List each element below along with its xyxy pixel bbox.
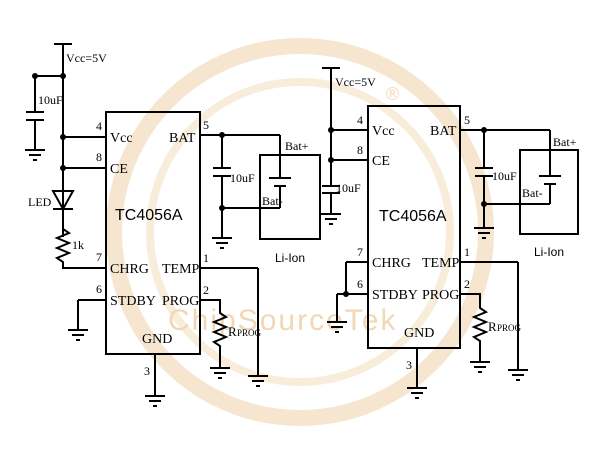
right-pin-chrg: CHRG bbox=[372, 256, 411, 271]
left-ic-body bbox=[105, 111, 201, 355]
watermark-registered: ® bbox=[386, 84, 399, 104]
right-rprog-sub: PROG bbox=[497, 323, 522, 333]
watermark-ring-inner bbox=[146, 78, 454, 386]
left-rprog-sub: PROG bbox=[237, 328, 262, 338]
right-labels: Vcc=5V 10uF 4 8 7 6 3 5 1 2 Vcc CE CHRG … bbox=[335, 75, 577, 372]
right-res-prog bbox=[460, 293, 489, 362]
right-pin-ce: CE bbox=[372, 154, 390, 169]
right-rprog-label: R bbox=[488, 319, 497, 334]
right-junction-dot bbox=[481, 127, 487, 133]
left-pin-bat: BAT bbox=[169, 131, 196, 146]
right-ic-body bbox=[367, 105, 461, 349]
right-pin2-number: 2 bbox=[464, 277, 470, 291]
right-pin3-number: 3 bbox=[406, 358, 412, 372]
left-led-icon bbox=[51, 190, 75, 212]
left-ic-name: TC4056A bbox=[115, 207, 183, 224]
left-labels: Vcc=5V 10uF LED 1k 4 8 7 6 3 5 1 2 Vcc C… bbox=[28, 51, 309, 378]
left-res-prog bbox=[200, 299, 229, 368]
right-junction-dot bbox=[343, 291, 349, 297]
right-pin5-number: 5 bbox=[464, 113, 470, 127]
left-pin6-number: 6 bbox=[96, 282, 102, 296]
left-junction-dot bbox=[219, 132, 225, 138]
left-junctions bbox=[32, 73, 225, 211]
right-pin-vcc: Vcc bbox=[372, 124, 395, 139]
right-pin-temp: TEMP bbox=[422, 256, 460, 271]
right-cap-in-label: 10uF bbox=[336, 181, 361, 195]
left-pin7-number: 7 bbox=[96, 250, 102, 264]
left-led-label: LED bbox=[28, 195, 52, 209]
watermark-brand-latin: ChipSourceTek bbox=[168, 304, 397, 337]
right-pin4-number: 4 bbox=[357, 113, 363, 127]
left-pin-gnd: GND bbox=[142, 332, 172, 347]
right-cap-bat-label: 10uF bbox=[492, 169, 517, 183]
left-pin-chrg: CHRG bbox=[110, 262, 149, 277]
left-battery-plus: Bat+ bbox=[285, 139, 309, 153]
left-junction-dot bbox=[60, 73, 66, 79]
right-pin8-number: 8 bbox=[357, 143, 363, 157]
right-junction-dot bbox=[481, 201, 487, 207]
right-pin-stdby: STDBY bbox=[372, 288, 418, 303]
left-junction-dot bbox=[60, 134, 66, 140]
right-circuit bbox=[321, 67, 579, 399]
watermark: ChipSourceTek ® bbox=[106, 38, 494, 426]
right-battery-type: Li-Ion bbox=[534, 245, 564, 259]
left-res-1k bbox=[54, 209, 106, 269]
left-battery-type: Li-Ion bbox=[275, 251, 305, 265]
left-rprog-label: R bbox=[228, 324, 237, 339]
right-junction-dot bbox=[328, 127, 334, 133]
left-vcc-label: Vcc=5V bbox=[66, 51, 107, 65]
right-pin7-number: 7 bbox=[357, 245, 363, 259]
left-pin-ce: CE bbox=[110, 162, 128, 177]
left-pin3-number: 3 bbox=[144, 364, 150, 378]
left-battery-minus: Bat- bbox=[262, 194, 283, 208]
left-pin1-number: 1 bbox=[203, 251, 209, 265]
left-pin-temp: TEMP bbox=[162, 262, 200, 277]
left-junction-dot bbox=[219, 205, 225, 211]
left-pin-prog: PROG bbox=[162, 294, 199, 309]
left-cap-bat-label: 10uF bbox=[230, 171, 255, 185]
right-pin6-number: 6 bbox=[357, 277, 363, 291]
left-res-1k-label: 1k bbox=[72, 238, 84, 252]
right-pin-prog: PROG bbox=[422, 288, 459, 303]
right-junction-dot bbox=[328, 157, 334, 163]
right-battery-minus: Bat- bbox=[522, 186, 543, 200]
left-battery-box bbox=[259, 154, 321, 240]
left-pin2-number: 2 bbox=[203, 283, 209, 297]
left-pin-vcc: Vcc bbox=[110, 131, 133, 146]
right-battery-plus: Bat+ bbox=[553, 135, 577, 149]
left-pin-stdby: STDBY bbox=[110, 294, 156, 309]
right-pin-bat: BAT bbox=[430, 124, 457, 139]
left-cap-in-label: 10uF bbox=[38, 93, 63, 107]
left-junction-dot bbox=[60, 165, 66, 171]
right-pin-gnd: GND bbox=[404, 326, 434, 341]
right-vcc-label: Vcc=5V bbox=[335, 75, 376, 89]
right-junctions bbox=[328, 127, 487, 297]
right-pin1-number: 1 bbox=[464, 245, 470, 259]
left-pin4-number: 4 bbox=[96, 119, 102, 133]
left-circuit bbox=[25, 43, 321, 407]
left-junction-dot bbox=[32, 73, 38, 79]
watermark-ring-outer bbox=[106, 38, 494, 426]
right-ic-name: TC4056A bbox=[379, 208, 447, 225]
left-pin8-number: 8 bbox=[96, 150, 102, 164]
left-pin5-number: 5 bbox=[203, 118, 209, 132]
